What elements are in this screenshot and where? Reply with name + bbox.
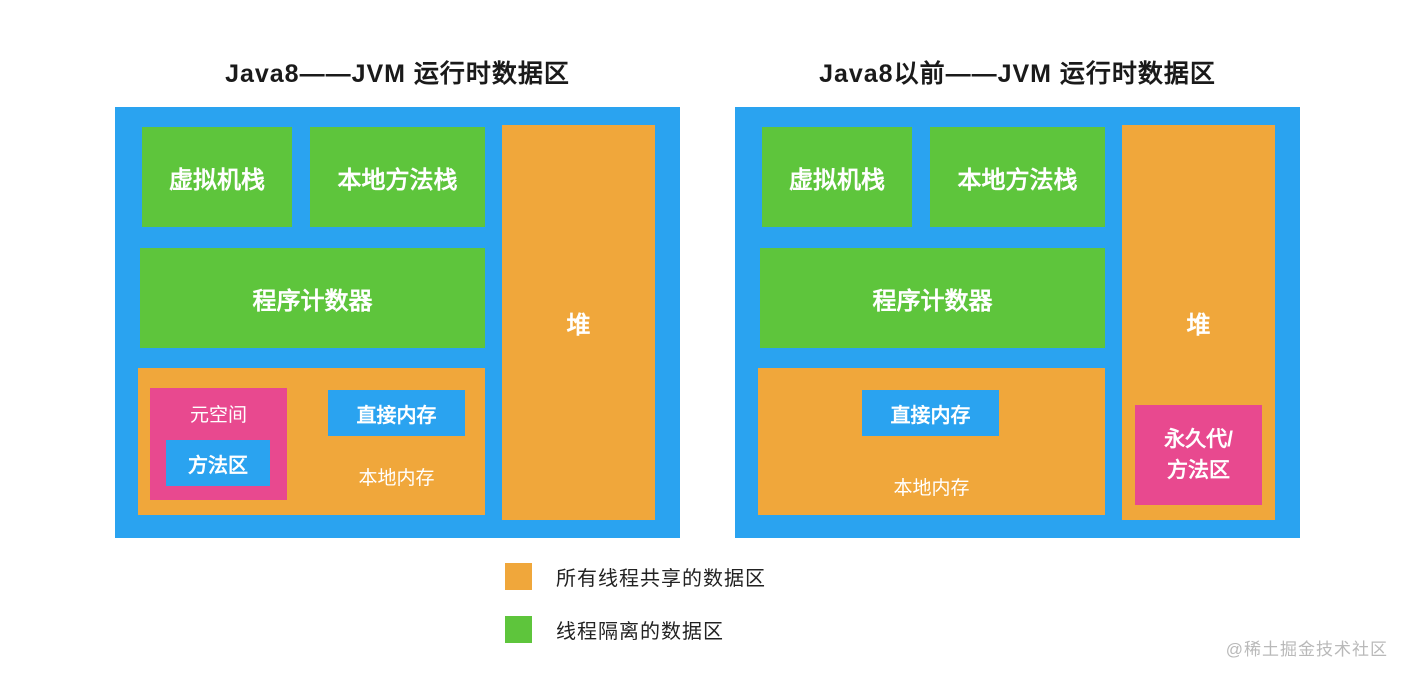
left-native-memory-label: 本地内存	[358, 468, 435, 489]
left-native-method-stack-box: 本地方法栈	[310, 127, 485, 227]
left-panel-container: 虚拟机栈 本地方法栈 程序计数器 元空间 方法区 直接内存 本地内存 堆	[115, 107, 680, 538]
right-program-counter-box: 程序计数器	[760, 248, 1105, 348]
right-native-memory-box: 直接内存 本地内存	[758, 368, 1105, 515]
left-metaspace-label: 元空间	[189, 405, 247, 426]
left-direct-memory-box: 直接内存	[328, 390, 465, 436]
legend-isolated-row: 线程隔离的数据区	[505, 615, 724, 644]
right-permgen-line2: 方法区	[1167, 459, 1230, 482]
right-permgen-box: 永久代/ 方法区	[1135, 405, 1262, 505]
watermark: @稀土掘金技术社区	[1225, 640, 1388, 659]
left-method-area-box: 方法区	[166, 440, 270, 486]
legend-shared-swatch	[505, 563, 532, 590]
legend-isolated-swatch	[505, 616, 532, 643]
right-permgen-line1: 永久代/	[1164, 427, 1233, 451]
left-metaspace-box: 元空间 方法区	[150, 388, 287, 500]
left-program-counter-box: 程序计数器	[140, 248, 485, 348]
left-native-memory-box: 元空间 方法区 直接内存 本地内存	[138, 368, 485, 515]
left-vm-stack-box: 虚拟机栈	[142, 127, 292, 227]
right-panel-container: 虚拟机栈 本地方法栈 程序计数器 直接内存 本地内存 堆 永久代/ 方法区	[735, 107, 1300, 538]
right-direct-memory-box: 直接内存	[862, 390, 999, 436]
legend-shared-row: 所有线程共享的数据区	[505, 562, 766, 591]
left-heap-box: 堆	[502, 125, 655, 520]
legend-isolated-label: 线程隔离的数据区	[556, 621, 724, 643]
right-heap-label: 堆	[1186, 312, 1211, 339]
legend-shared-label: 所有线程共享的数据区	[556, 568, 766, 590]
right-heap-box: 堆 永久代/ 方法区	[1122, 125, 1275, 520]
left-panel-title: Java8——JVM 运行时数据区	[225, 60, 570, 88]
right-panel-title: Java8以前——JVM 运行时数据区	[819, 60, 1216, 88]
right-native-method-stack-box: 本地方法栈	[930, 127, 1105, 227]
right-vm-stack-box: 虚拟机栈	[762, 127, 912, 227]
right-native-memory-label: 本地内存	[893, 478, 970, 499]
